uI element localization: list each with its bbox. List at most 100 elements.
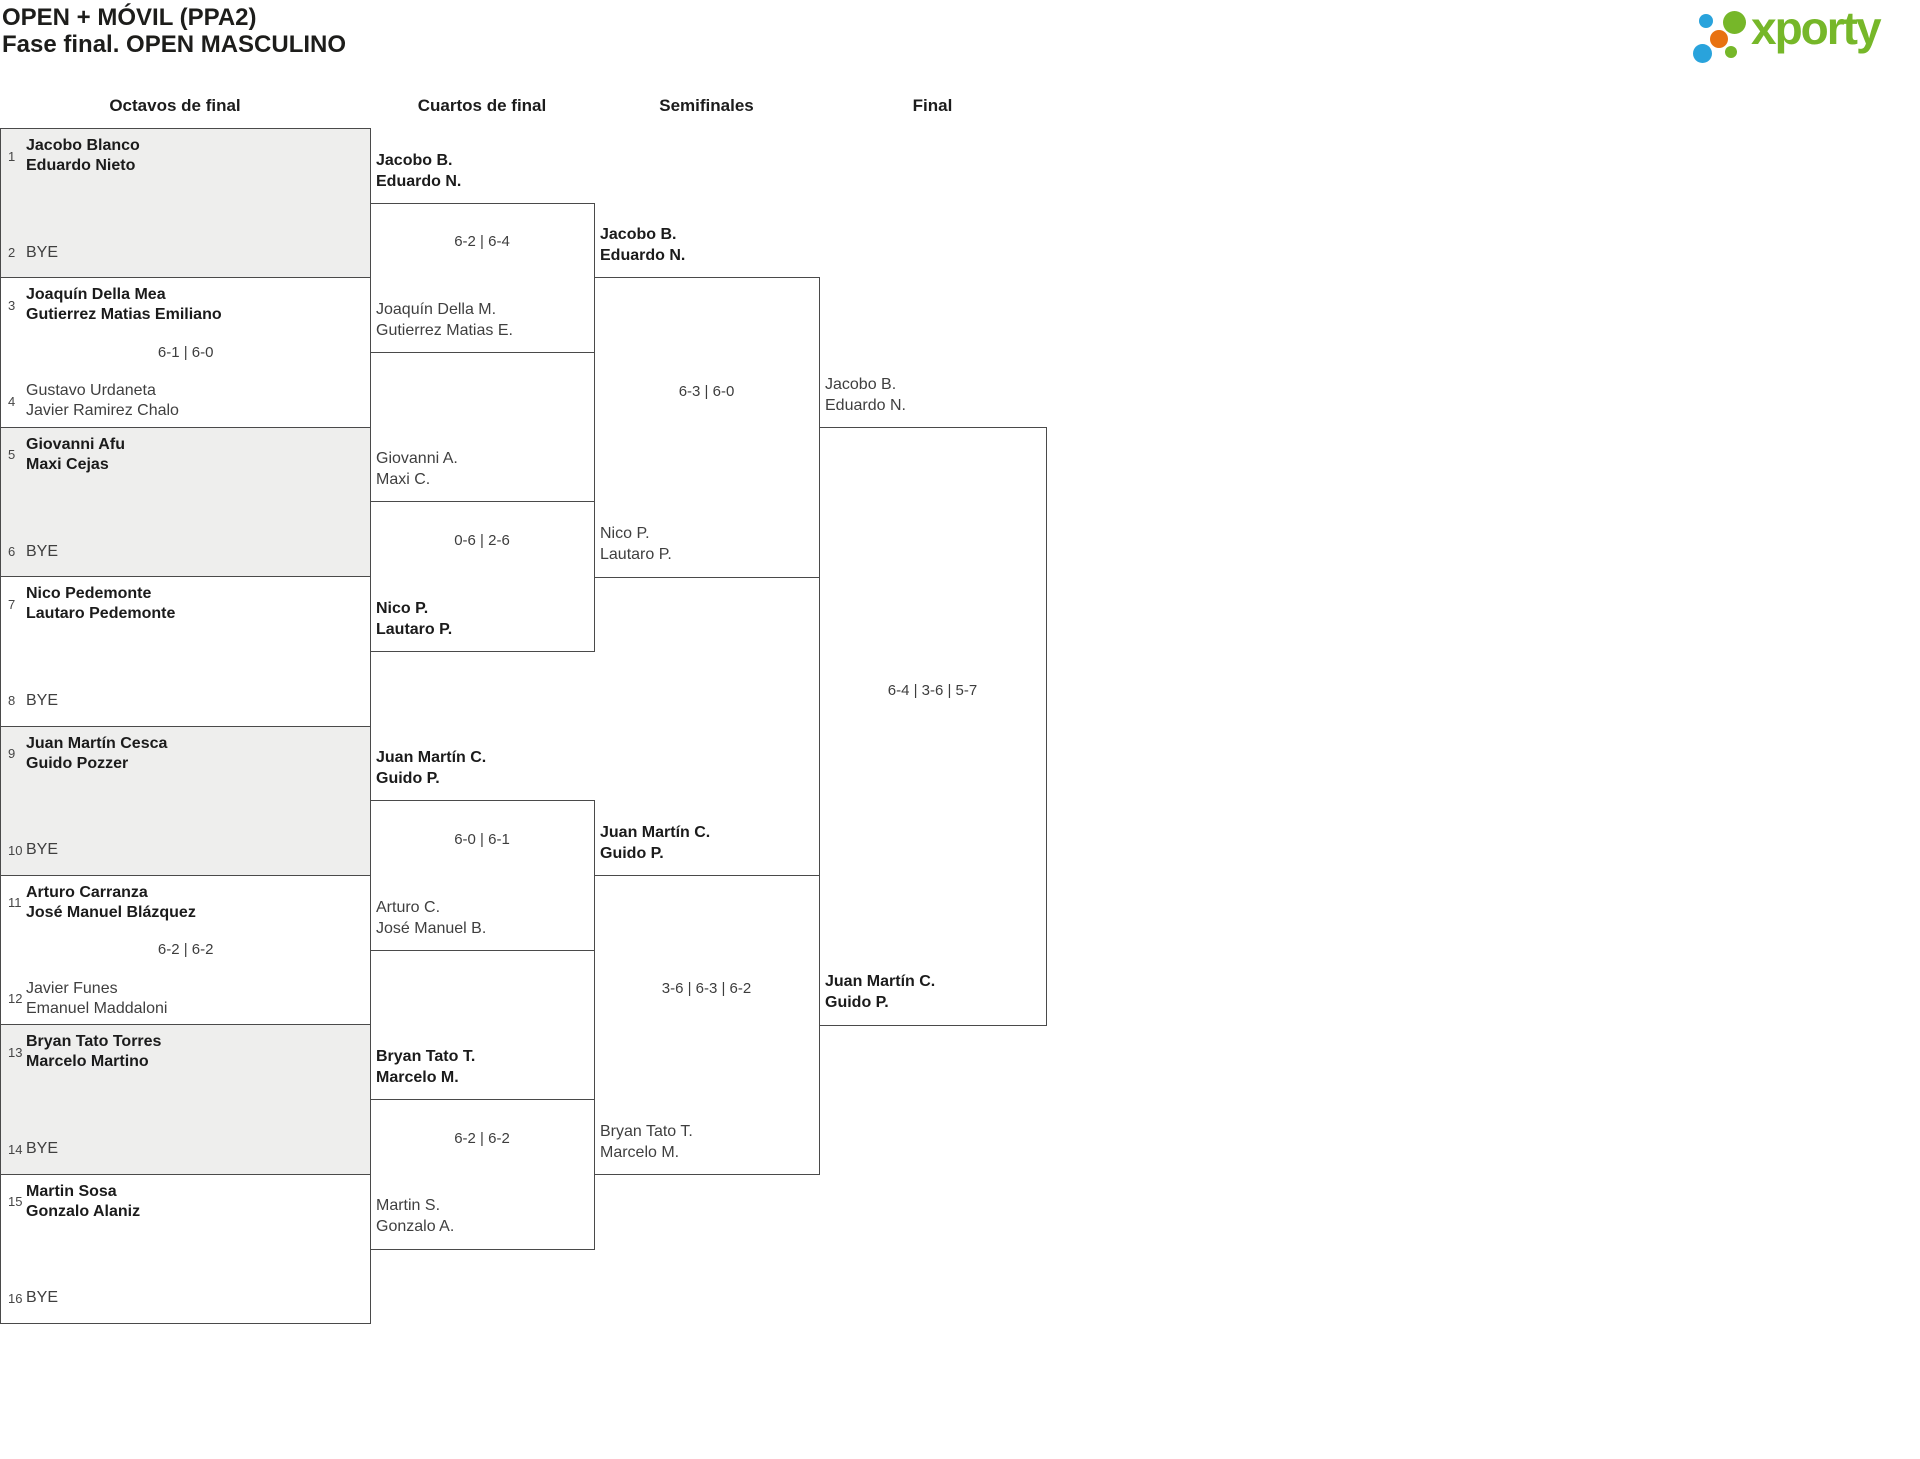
team-name: Martin S.Gonzalo A. <box>376 1195 454 1237</box>
player-name: Maxi Cejas <box>26 455 109 473</box>
seed-number: 9 <box>8 746 16 761</box>
logo-wordmark: xporty <box>1751 2 1882 54</box>
player-name: Jacobo Blanco <box>26 137 140 154</box>
seed-number: 5 <box>8 447 16 463</box>
player-name: Nico P. <box>376 599 429 617</box>
player-name: Eduardo N. <box>600 247 686 265</box>
seed-number: 13 <box>8 1044 23 1060</box>
player-name: Eduardo N. <box>376 172 462 190</box>
player-name: Marcelo M. <box>600 1143 680 1161</box>
bye-label: BYE <box>26 691 58 711</box>
player-name: Javier Funes <box>26 979 118 997</box>
player-name: Javier Ramirez Chalo <box>26 402 179 420</box>
player-name: Guido P. <box>376 770 440 788</box>
xporty-logo[interactable]: xporty <box>1690 0 1915 72</box>
player-name: Guido Pozzer <box>26 754 129 772</box>
team-name: Bryan Tato T. Marcelo M. <box>600 1121 693 1163</box>
player-name: BYE <box>26 1289 59 1307</box>
seed-number: 16 <box>8 1290 23 1306</box>
player-name: José Manuel B. <box>376 919 487 937</box>
player-name: Bryan Tato T. <box>600 1122 693 1140</box>
match-score: 6-1 | 6-0 <box>157 343 214 361</box>
team-row: 6 BYE <box>8 542 364 562</box>
player-name: Arturo Carranza <box>26 883 148 901</box>
match-score: 6-3 | 6-0 <box>678 382 735 400</box>
team-name: Juan Martín C. Guido P. <box>376 747 486 789</box>
player-name: Gonzalo Alaniz <box>26 1202 141 1220</box>
player-name: BYE <box>26 243 59 261</box>
team-name: Arturo C.José Manuel B. <box>376 897 486 939</box>
match-score: 0-6 | 2-6 <box>454 532 510 550</box>
round-label-cuartos: Cuartos de final <box>417 96 547 115</box>
round-label-final: Final <box>912 96 953 115</box>
seed-number: 8 <box>8 693 16 709</box>
player-name: BYE <box>26 691 59 709</box>
logo-dot-icon <box>1723 11 1746 34</box>
team-name: Jacobo B.Eduardo N. <box>825 374 906 416</box>
player-name: Eduardo Nieto <box>26 157 136 174</box>
player-name: Gustavo Urdaneta <box>26 382 156 400</box>
logo-dot-icon <box>1725 46 1737 58</box>
match-score: 3-6 | 6-3 | 6-2 <box>661 980 752 998</box>
player-name: Nico P. <box>600 525 650 543</box>
team-name: Nico P. Lautaro P. <box>600 523 672 565</box>
team-name: Giovanni A.Maxi C. <box>376 448 458 490</box>
bye-label: BYE <box>26 1288 58 1308</box>
player-name: José Manuel Blázquez <box>26 903 196 921</box>
logo-dot-icon <box>1693 44 1712 63</box>
page-title: OPEN + MÓVIL (PPA2) <box>2 4 257 31</box>
player-name: BYE <box>26 1140 59 1158</box>
player-name: Maxi C. <box>376 471 431 489</box>
player-name: Martin S. <box>376 1197 441 1215</box>
player-name: Gutierrez Matias Emiliano <box>26 306 222 324</box>
match-score: 6-2 | 6-4 <box>454 233 510 251</box>
player-name: Joaquín Della M. <box>376 301 497 319</box>
bye-label: BYE <box>26 243 58 263</box>
match-score: 6-4 | 3-6 | 5-7 <box>887 681 978 699</box>
player-name: Jacobo B. <box>825 375 897 393</box>
team-name: Jacobo B.Eduardo N. <box>600 224 685 266</box>
player-name: Lautaro Pedemonte <box>26 605 176 623</box>
player-name: Bryan Tato Torres <box>26 1033 162 1051</box>
player-name: Bryan Tato T. <box>376 1047 476 1065</box>
bye-label: BYE <box>26 542 58 562</box>
seed-number: 7 <box>8 596 16 612</box>
player-name: Juan Martín C. <box>376 749 487 767</box>
match-score: 6-2 | 6-2 <box>157 941 214 959</box>
player-name: Lautaro P. <box>600 546 672 564</box>
player-name: Nico Pedemonte <box>26 585 152 603</box>
seed-number: 4 <box>8 393 16 409</box>
team-name: Joaquín Della M.Gutierrez Matias E. <box>376 299 513 341</box>
seed-number: 11 <box>8 895 22 911</box>
seed-number: 12 <box>8 991 23 1007</box>
player-name: Emanuel Maddaloni <box>26 999 168 1017</box>
player-name: Guido P. <box>825 994 889 1012</box>
player-name: Giovanni Afu <box>26 435 125 453</box>
match-score: 6-2 | 6-2 <box>454 1129 510 1147</box>
seed-number: 10 <box>8 842 23 858</box>
match-box-final <box>819 426 1048 1026</box>
seed-number: 3 <box>8 297 16 313</box>
team-name: Jacobo B.Eduardo N. <box>376 150 461 192</box>
seed-number: 6 <box>8 544 16 560</box>
